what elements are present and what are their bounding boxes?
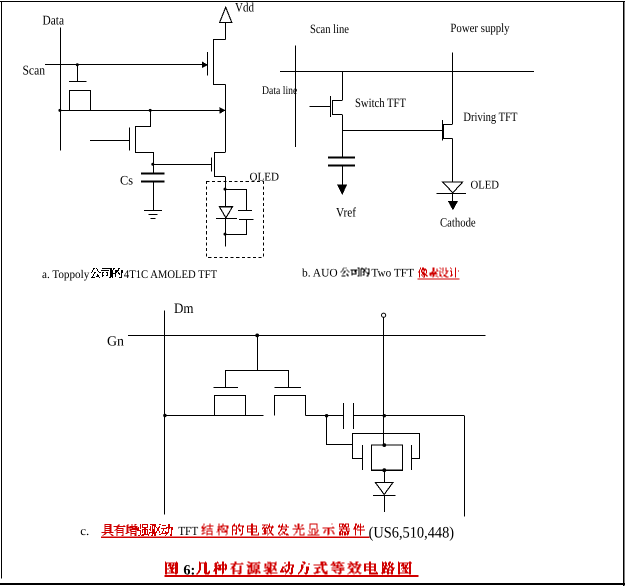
svg-text:TFT: TFT xyxy=(178,524,198,538)
svg-text:Vdd: Vdd xyxy=(235,0,254,15)
svg-text:a. Toppoly: a. Toppoly xyxy=(42,268,89,281)
svg-text:b. AUO: b. AUO xyxy=(302,266,338,279)
svg-text:Two TFT: Two TFT xyxy=(371,266,414,279)
svg-text:Dm: Dm xyxy=(174,301,194,317)
svg-text:Driving TFT: Driving TFT xyxy=(463,110,517,124)
svg-text:Cathode: Cathode xyxy=(440,216,476,230)
svg-text:Gn: Gn xyxy=(107,335,124,350)
svg-text:Vref: Vref xyxy=(336,204,357,219)
svg-text:Switch TFT: Switch TFT xyxy=(355,96,406,110)
svg-text:Scan line: Scan line xyxy=(310,22,349,36)
svg-text:OLED: OLED xyxy=(250,169,280,183)
svg-text:Power supply: Power supply xyxy=(450,21,510,35)
svg-text:Scan: Scan xyxy=(23,62,46,77)
svg-text:Data: Data xyxy=(43,13,65,28)
svg-text:OLED: OLED xyxy=(471,177,500,191)
svg-text:(US6,510,448): (US6,510,448) xyxy=(369,524,455,541)
svg-text:Data line: Data line xyxy=(262,84,297,97)
svg-text:4T1C AMOLED TFT: 4T1C AMOLED TFT xyxy=(124,268,217,281)
svg-text:6:: 6: xyxy=(183,562,195,578)
svg-text:c.: c. xyxy=(80,524,89,538)
svg-text:Cs: Cs xyxy=(120,173,133,188)
